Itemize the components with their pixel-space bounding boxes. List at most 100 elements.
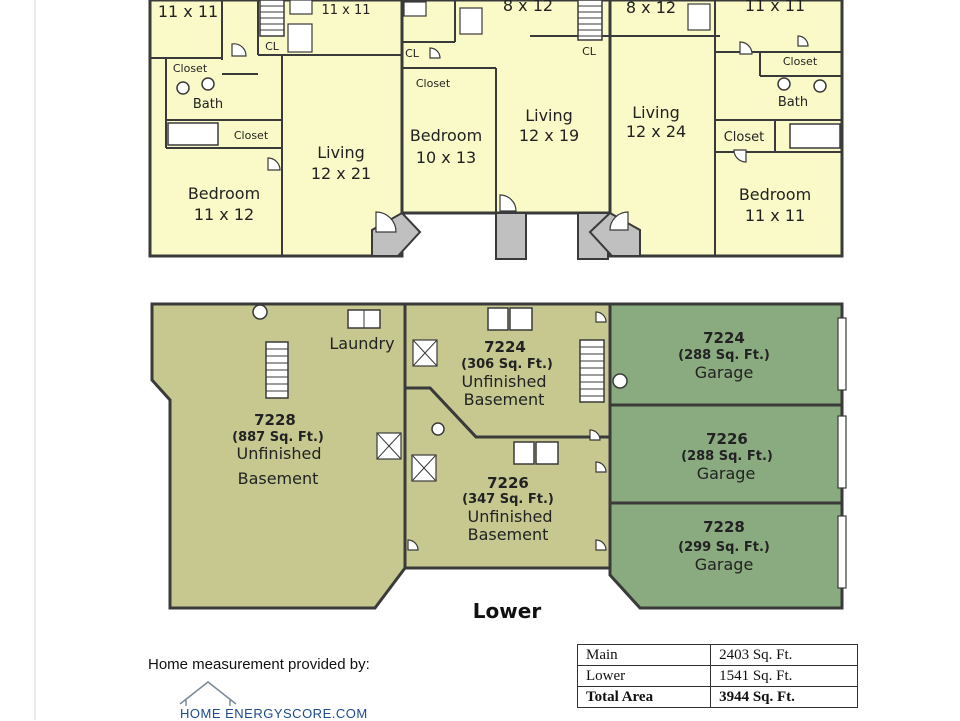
room-size-bedroom-right: 11 x 11: [745, 206, 805, 225]
garage-7226-sqft: (288 Sq. Ft.): [681, 449, 773, 464]
basement-7228-unit: 7228: [254, 411, 296, 429]
main-floor: 11 x 11 11 x 11 8 x 12 8 x 12 11 x 11 Ba…: [148, 0, 844, 260]
stairs-main-center-treads: [578, 5, 602, 37]
bathtub-right: [789, 123, 841, 149]
room-name-bath-right: Bath: [778, 95, 808, 110]
room-name-bedroom-right: Bedroom: [739, 185, 811, 204]
garage-7228: [608, 501, 844, 610]
center-unit-walls: [402, 0, 610, 213]
area-label-total: Total Area: [576, 686, 712, 708]
fridge-right: [687, 3, 711, 31]
lower-floor: Laundry 7228 (887 Sq. Ft.) Unfinished Ba…: [150, 302, 847, 623]
stove-left: [289, 0, 313, 15]
stairs-lower-center: [579, 339, 605, 403]
lower-door-swings: [407, 311, 607, 551]
basement-7224-unit: 7224: [484, 338, 526, 356]
room-size-top-center-left: 8 x 12: [503, 0, 553, 15]
water-heater-7226: [431, 422, 445, 436]
fridge-left: [287, 23, 313, 53]
room-size-top-center-right: 8 x 12: [626, 0, 676, 17]
area-value-main: 2403 Sq. Ft.: [710, 644, 858, 666]
room-name-bath-left: Bath: [193, 97, 223, 112]
garage-7224-label: Garage: [695, 363, 754, 382]
main-door-swings: [231, 35, 809, 233]
water-heater-7228: [252, 304, 268, 320]
dryer-7226: [535, 441, 559, 465]
table-row: Main 2403 Sq. Ft.: [576, 644, 858, 666]
area-label-lower: Lower: [576, 665, 712, 687]
basement-7226-sqft: (347 Sq. Ft.): [462, 492, 554, 507]
cl-label-3: CL: [582, 45, 597, 58]
stairs-main-center: [577, 0, 603, 41]
basement-7226-label2: Basement: [468, 525, 549, 544]
garage-7224-sqft: (288 Sq. Ft.): [678, 348, 770, 363]
garage-7228-unit: 7228: [703, 518, 745, 536]
washer-7224: [487, 307, 509, 331]
table-row: Lower 1541 Sq. Ft.: [576, 665, 858, 687]
basement-7228-sqft: (887 Sq. Ft.): [232, 430, 324, 445]
room-size-top-right: 11 x 11: [745, 0, 805, 15]
closet-label-3: Closet: [416, 77, 451, 90]
area-value-total: 3944 Sq. Ft.: [710, 686, 858, 708]
room-name-living-right: Living: [632, 103, 680, 122]
room-size-top-kitchen-left: 11 x 11: [321, 3, 370, 18]
house-logo-icon: [179, 681, 237, 706]
basement-7226-unit: 7226: [487, 474, 529, 492]
garage-7228-sqft: (299 Sq. Ft.): [678, 540, 770, 555]
provider-logo-text[interactable]: HOME ENERGYSCORE.COM: [180, 706, 368, 721]
stairs-lower-center-treads: [580, 346, 604, 397]
stairs-lower-left-treads: [266, 348, 288, 392]
room-name-bedroom-left: Bedroom: [188, 184, 260, 203]
entry-stoop-center-left: [495, 212, 527, 260]
room-name-living-center: Living: [525, 106, 573, 125]
room-size-bedroom-left: 11 x 12: [194, 205, 254, 224]
garage-7224: [608, 302, 844, 407]
closet-label-1: Closet: [173, 62, 208, 75]
area-value-lower: 1541 Sq. Ft.: [710, 665, 858, 687]
closet-label-2: Closet: [234, 129, 269, 142]
bathtub-left: [167, 122, 219, 146]
basement-7228-label2: Basement: [238, 469, 319, 488]
room-name-bedroom-center: Bedroom: [410, 126, 482, 145]
garage-7226-label: Garage: [697, 464, 756, 483]
laundry-label: Laundry: [329, 334, 394, 353]
basement-7224-label2: Basement: [464, 390, 545, 409]
area-label-main: Main: [576, 644, 712, 666]
room-size-bedroom-center: 10 x 13: [416, 148, 476, 167]
cl-label-1: CL: [265, 40, 280, 53]
room-name-living-left: Living: [317, 143, 365, 162]
garage-7226-unit: 7226: [706, 430, 748, 448]
toilet-left: [176, 81, 190, 95]
room-size-living-right: 12 x 24: [626, 122, 686, 141]
cl-label-2: CL: [405, 47, 420, 60]
stove-center: [403, 1, 427, 17]
dryer-7224: [509, 307, 533, 331]
area-summary-table: Main 2403 Sq. Ft. Lower 1541 Sq. Ft. Tot…: [576, 644, 858, 708]
garage-7228-label: Garage: [695, 555, 754, 574]
basement-7228-label1: Unfinished: [237, 444, 322, 463]
water-heater-7224: [612, 373, 628, 389]
garage-7224-unit: 7224: [703, 329, 745, 347]
sink-right: [777, 77, 791, 91]
stairs-main-left-treads: [260, 5, 284, 31]
sink-left: [201, 77, 215, 91]
garage-doors: [837, 317, 847, 589]
provider-text: Home measurement provided by:: [148, 656, 370, 673]
basement-7226-label1: Unfinished: [468, 507, 553, 526]
toilet-right: [813, 79, 827, 93]
room-size-living-center: 12 x 19: [519, 126, 579, 145]
basement-7224-label1: Unfinished: [462, 372, 547, 391]
furnace-marks: [376, 339, 438, 482]
basement-7224-sqft: (306 Sq. Ft.): [461, 357, 553, 372]
lower-floor-title: Lower: [473, 599, 542, 623]
closet-label-4: Closet: [783, 55, 818, 68]
left-unit-walls: [150, 0, 402, 256]
fridge-center: [459, 7, 483, 35]
washer-7226: [513, 441, 535, 465]
room-size-top-left: 11 x 11: [158, 2, 218, 21]
room-size-living-left: 12 x 21: [311, 164, 371, 183]
garage-7226: [608, 403, 844, 505]
table-row: Total Area 3944 Sq. Ft.: [576, 686, 858, 708]
closet-label-5: Closet: [724, 130, 765, 145]
